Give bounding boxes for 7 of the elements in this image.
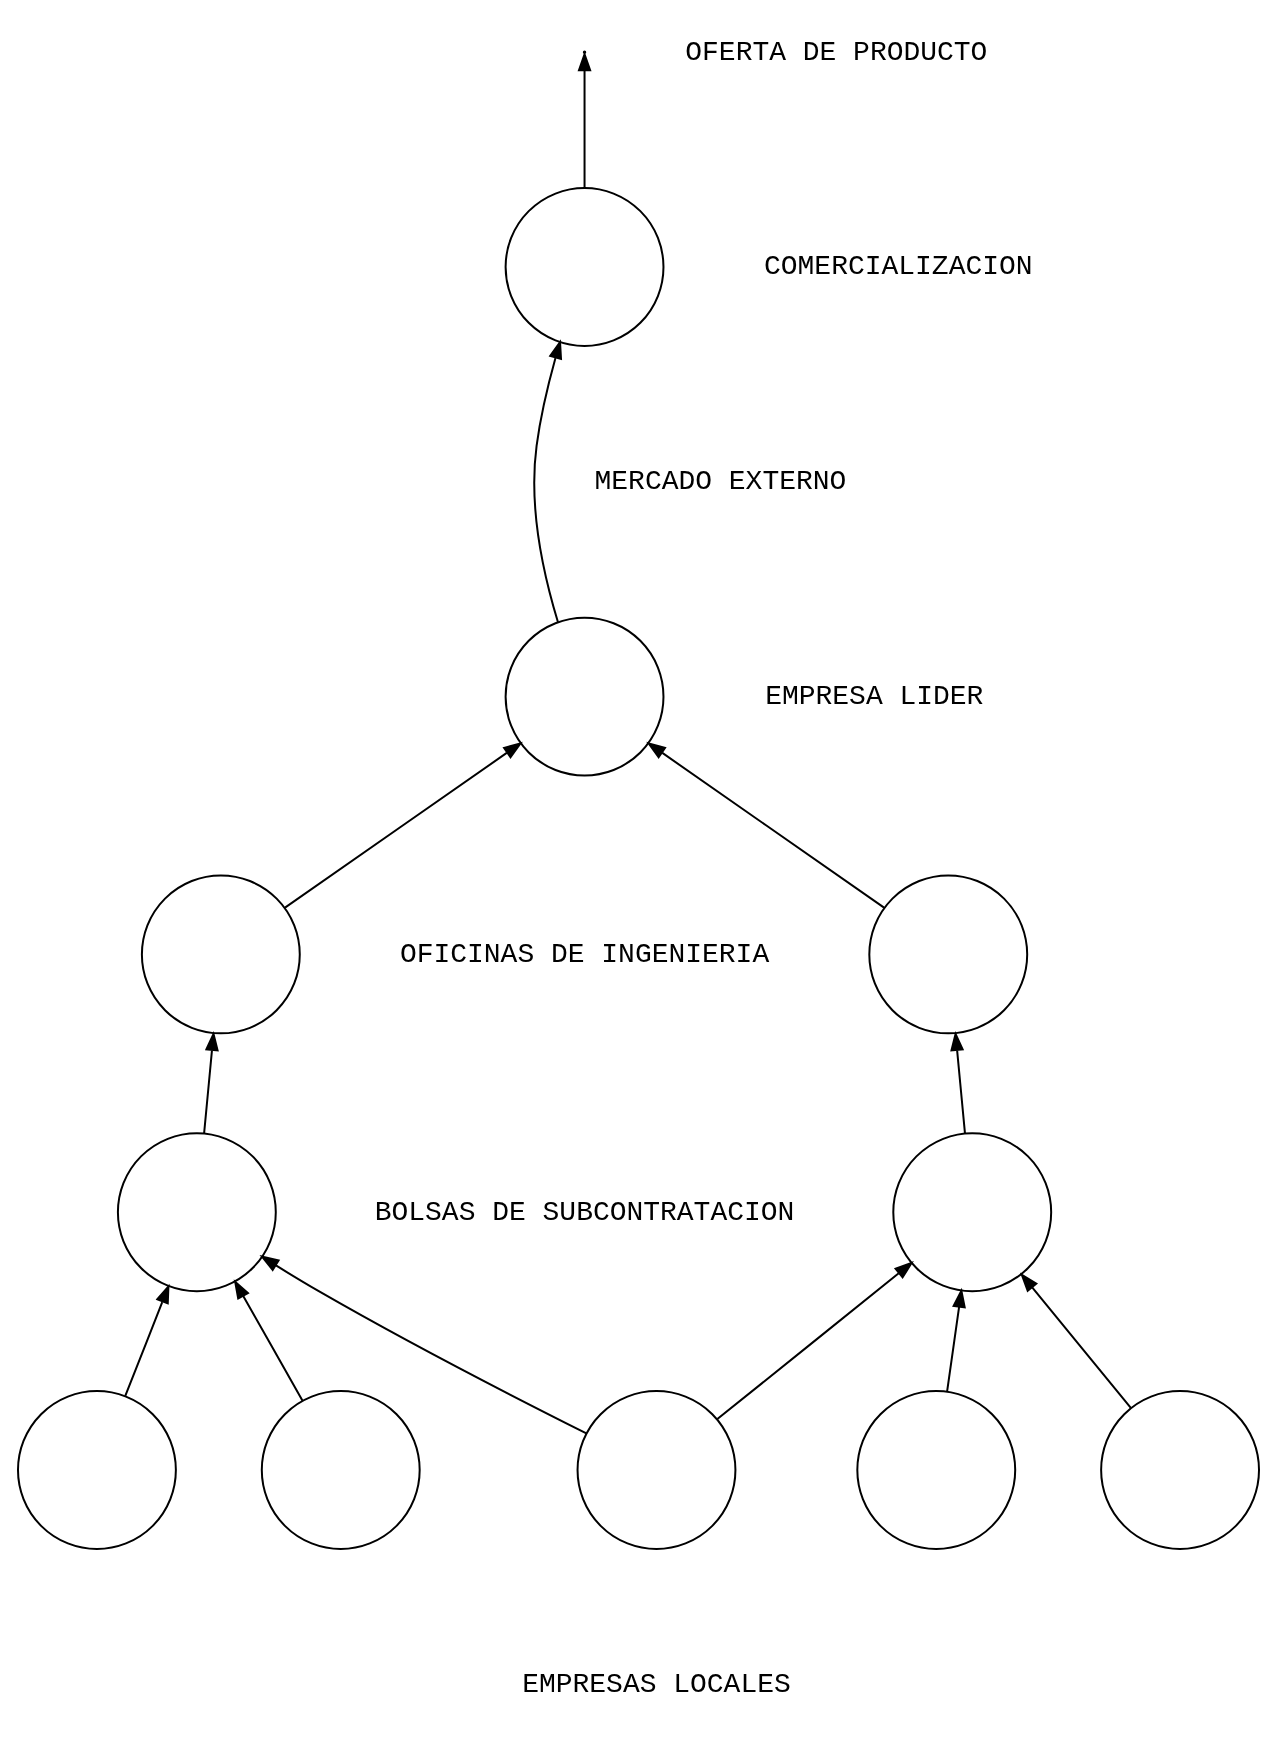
label: OFERTA DE PRODUCTO xyxy=(685,36,988,68)
label: MERCADO EXTERNO xyxy=(594,466,847,498)
node-label: COMERCIALIZACION xyxy=(764,251,1033,283)
label: BOLSAS DE SUBCONTRATACION xyxy=(374,1196,795,1228)
label: EMPRESAS LOCALES xyxy=(522,1669,791,1701)
label: OFICINAS DE INGENIERIA xyxy=(399,938,770,970)
node-label: EMPRESA LIDER xyxy=(765,681,984,713)
